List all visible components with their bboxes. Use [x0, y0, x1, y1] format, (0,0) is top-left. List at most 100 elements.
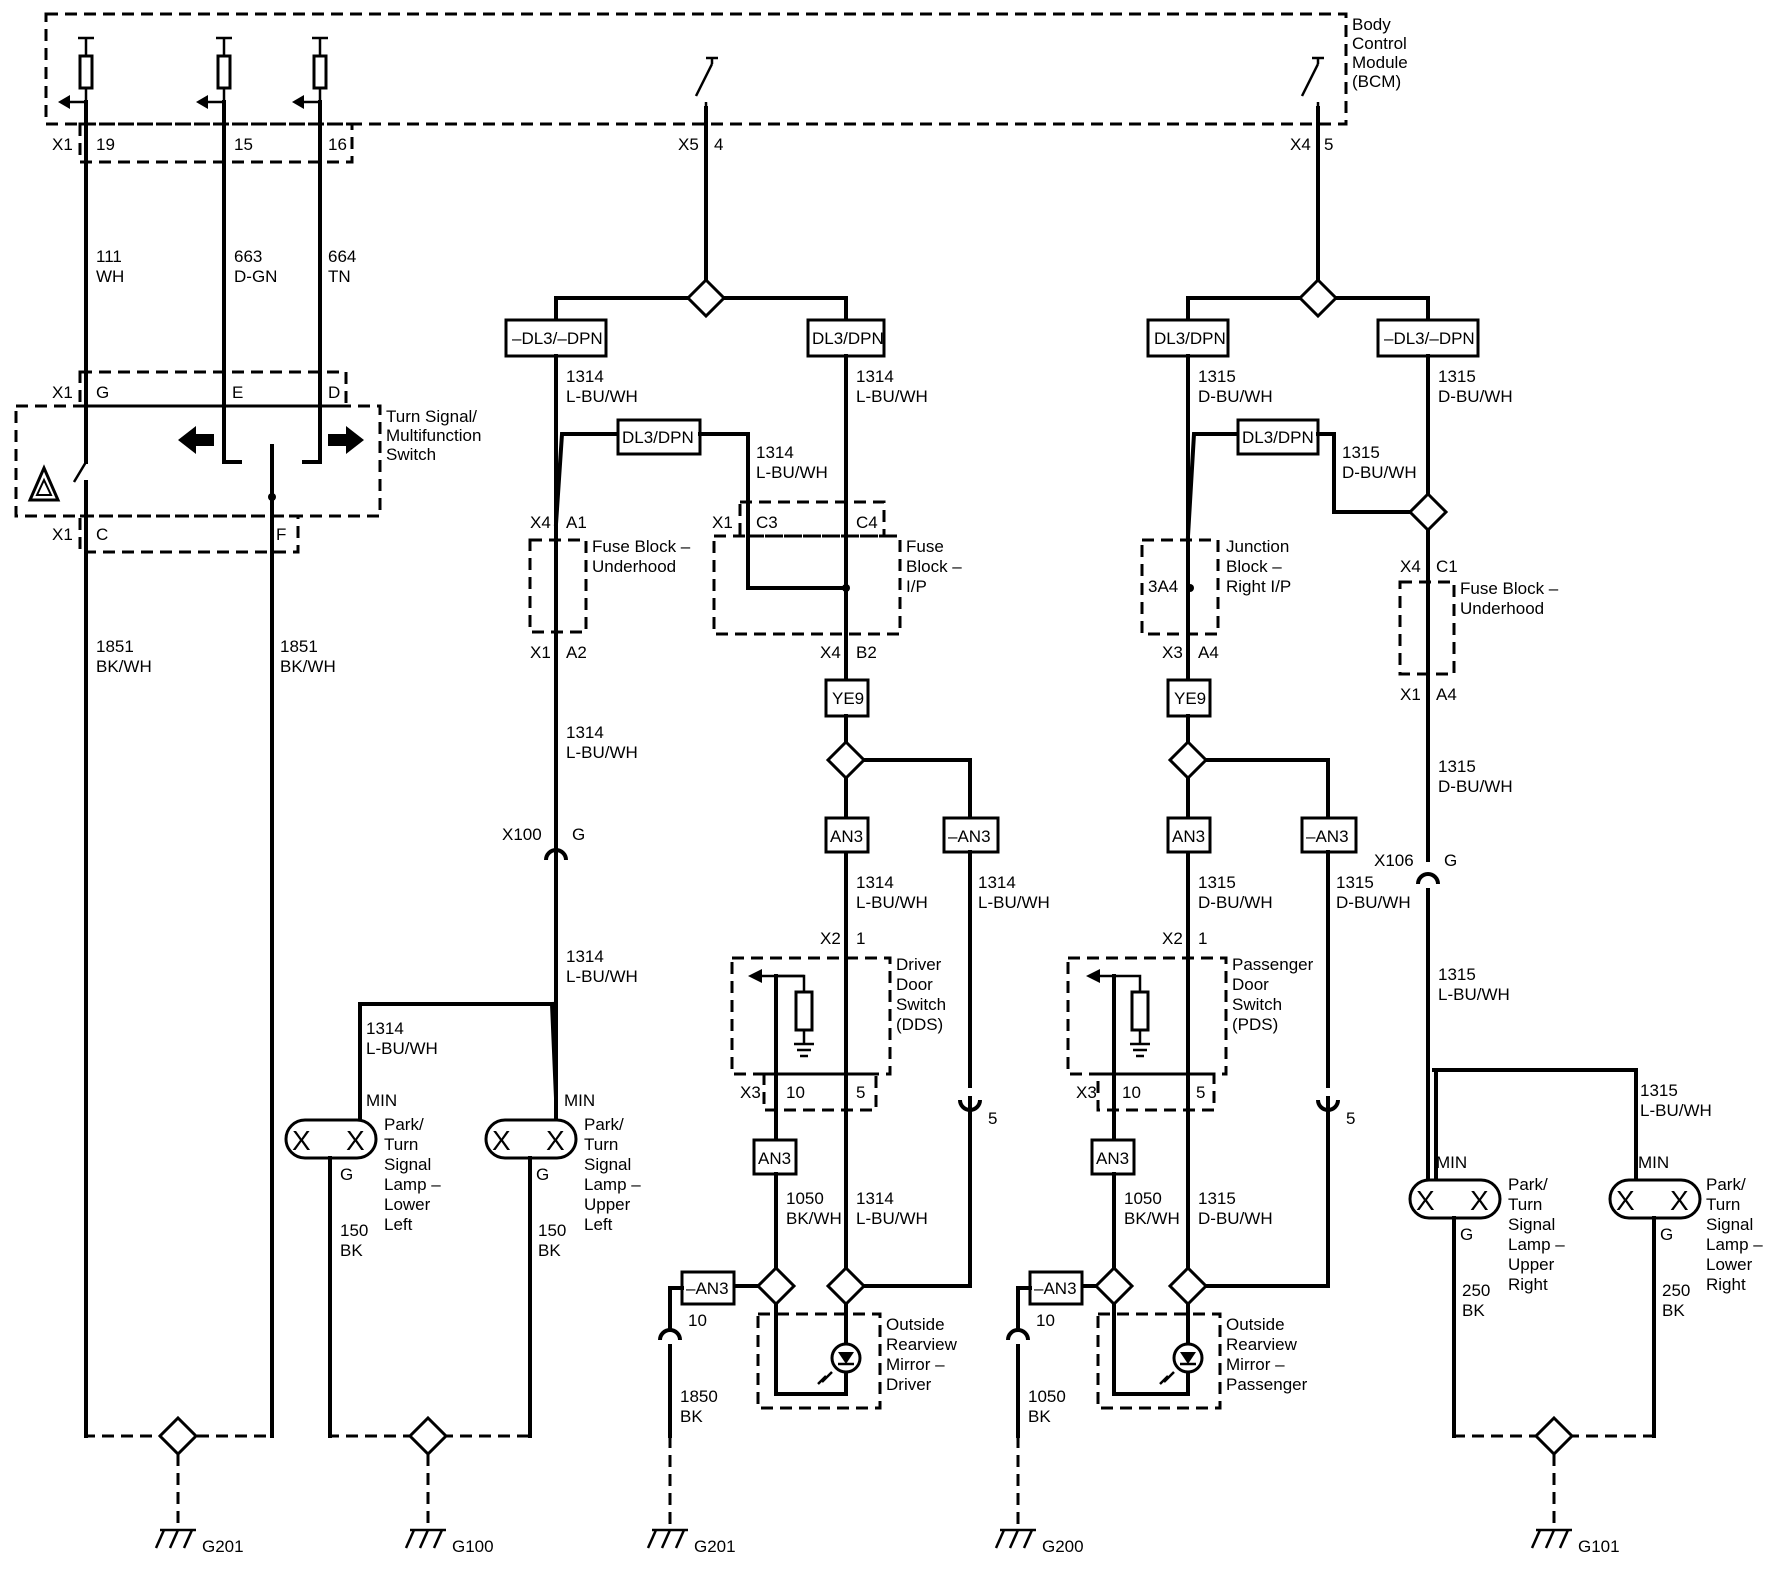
svg-text:X4: X4 [820, 643, 841, 662]
svg-text:X4: X4 [530, 513, 551, 532]
svg-text:10: 10 [786, 1083, 805, 1102]
svg-text:MIN: MIN [564, 1091, 595, 1110]
svg-text:X5: X5 [678, 135, 699, 154]
svg-text:A4: A4 [1198, 643, 1219, 662]
svg-text:G: G [1660, 1225, 1673, 1244]
chassis-ground-icon [404, 1528, 446, 1549]
svg-text:D: D [328, 383, 340, 402]
svg-text:X1: X1 [52, 383, 73, 402]
svg-text:AN3: AN3 [1172, 827, 1205, 846]
svg-text:G200: G200 [1042, 1537, 1084, 1556]
svg-text:X4: X4 [1290, 135, 1311, 154]
svg-text:AN3: AN3 [758, 1149, 791, 1168]
svg-text:X4: X4 [1400, 557, 1421, 576]
svg-text:4: 4 [714, 135, 723, 154]
svg-text:X3: X3 [740, 1083, 761, 1102]
svg-text:YE9: YE9 [832, 689, 864, 708]
ground-icon [1130, 1042, 1150, 1058]
led-lamp-icon [1159, 1342, 1204, 1385]
svg-text:C4: C4 [856, 513, 878, 532]
svg-text:X1: X1 [1400, 685, 1421, 704]
chassis-ground-icon [154, 1528, 196, 1549]
svg-text:X1: X1 [712, 513, 733, 532]
right-arrow-icon [328, 426, 364, 454]
svg-text:X2: X2 [820, 929, 841, 948]
bcm-switch-x4 [1300, 56, 1324, 108]
svg-text:X: X [1416, 1185, 1435, 1216]
svg-text:X1: X1 [52, 525, 73, 544]
svg-text:E: E [232, 383, 243, 402]
svg-text:10: 10 [1036, 1311, 1055, 1330]
svg-text:–AN3: –AN3 [948, 827, 991, 846]
svg-text:X: X [1470, 1185, 1489, 1216]
svg-text:X2: X2 [1162, 929, 1183, 948]
passenger-feed: DL3/DPN –DL3/–DPN [1146, 106, 1480, 358]
svg-text:G100: G100 [452, 1537, 494, 1556]
svg-text:MIN: MIN [366, 1091, 397, 1110]
svg-text:G: G [96, 383, 109, 402]
svg-text:5: 5 [988, 1109, 997, 1128]
svg-text:3A4: 3A4 [1148, 577, 1178, 596]
svg-text:5: 5 [1196, 1083, 1205, 1102]
svg-text:X: X [292, 1125, 311, 1156]
svg-text:X: X [1670, 1185, 1689, 1216]
bcm-connector-labels: X1 19 15 16 X5 4 X4 5 [52, 135, 1333, 154]
svg-text:G: G [340, 1165, 353, 1184]
svg-text:X106: X106 [1374, 851, 1414, 870]
svg-text:G: G [572, 825, 585, 844]
svg-text:X100: X100 [502, 825, 542, 844]
bcm-fuse-16 [292, 36, 328, 109]
svg-text:A4: A4 [1436, 685, 1457, 704]
svg-text:X3: X3 [1162, 643, 1183, 662]
svg-text:19: 19 [96, 135, 115, 154]
svg-text:–AN3: –AN3 [686, 1279, 729, 1298]
svg-text:DL3/DPN: DL3/DPN [812, 329, 884, 348]
svg-text:1: 1 [1198, 929, 1207, 948]
svg-text:MIN: MIN [1436, 1153, 1467, 1172]
svg-text:X: X [492, 1125, 511, 1156]
svg-text:Fuse Block –Underhood: Fuse Block –Underhood [592, 537, 691, 576]
ground-g201-mid: G201 [646, 1436, 736, 1556]
bcm-fuse-15 [196, 36, 232, 109]
svg-text:G: G [536, 1165, 549, 1184]
svg-text:A1: A1 [566, 513, 587, 532]
led-lamp-icon [817, 1342, 862, 1385]
svg-text:X: X [346, 1125, 365, 1156]
